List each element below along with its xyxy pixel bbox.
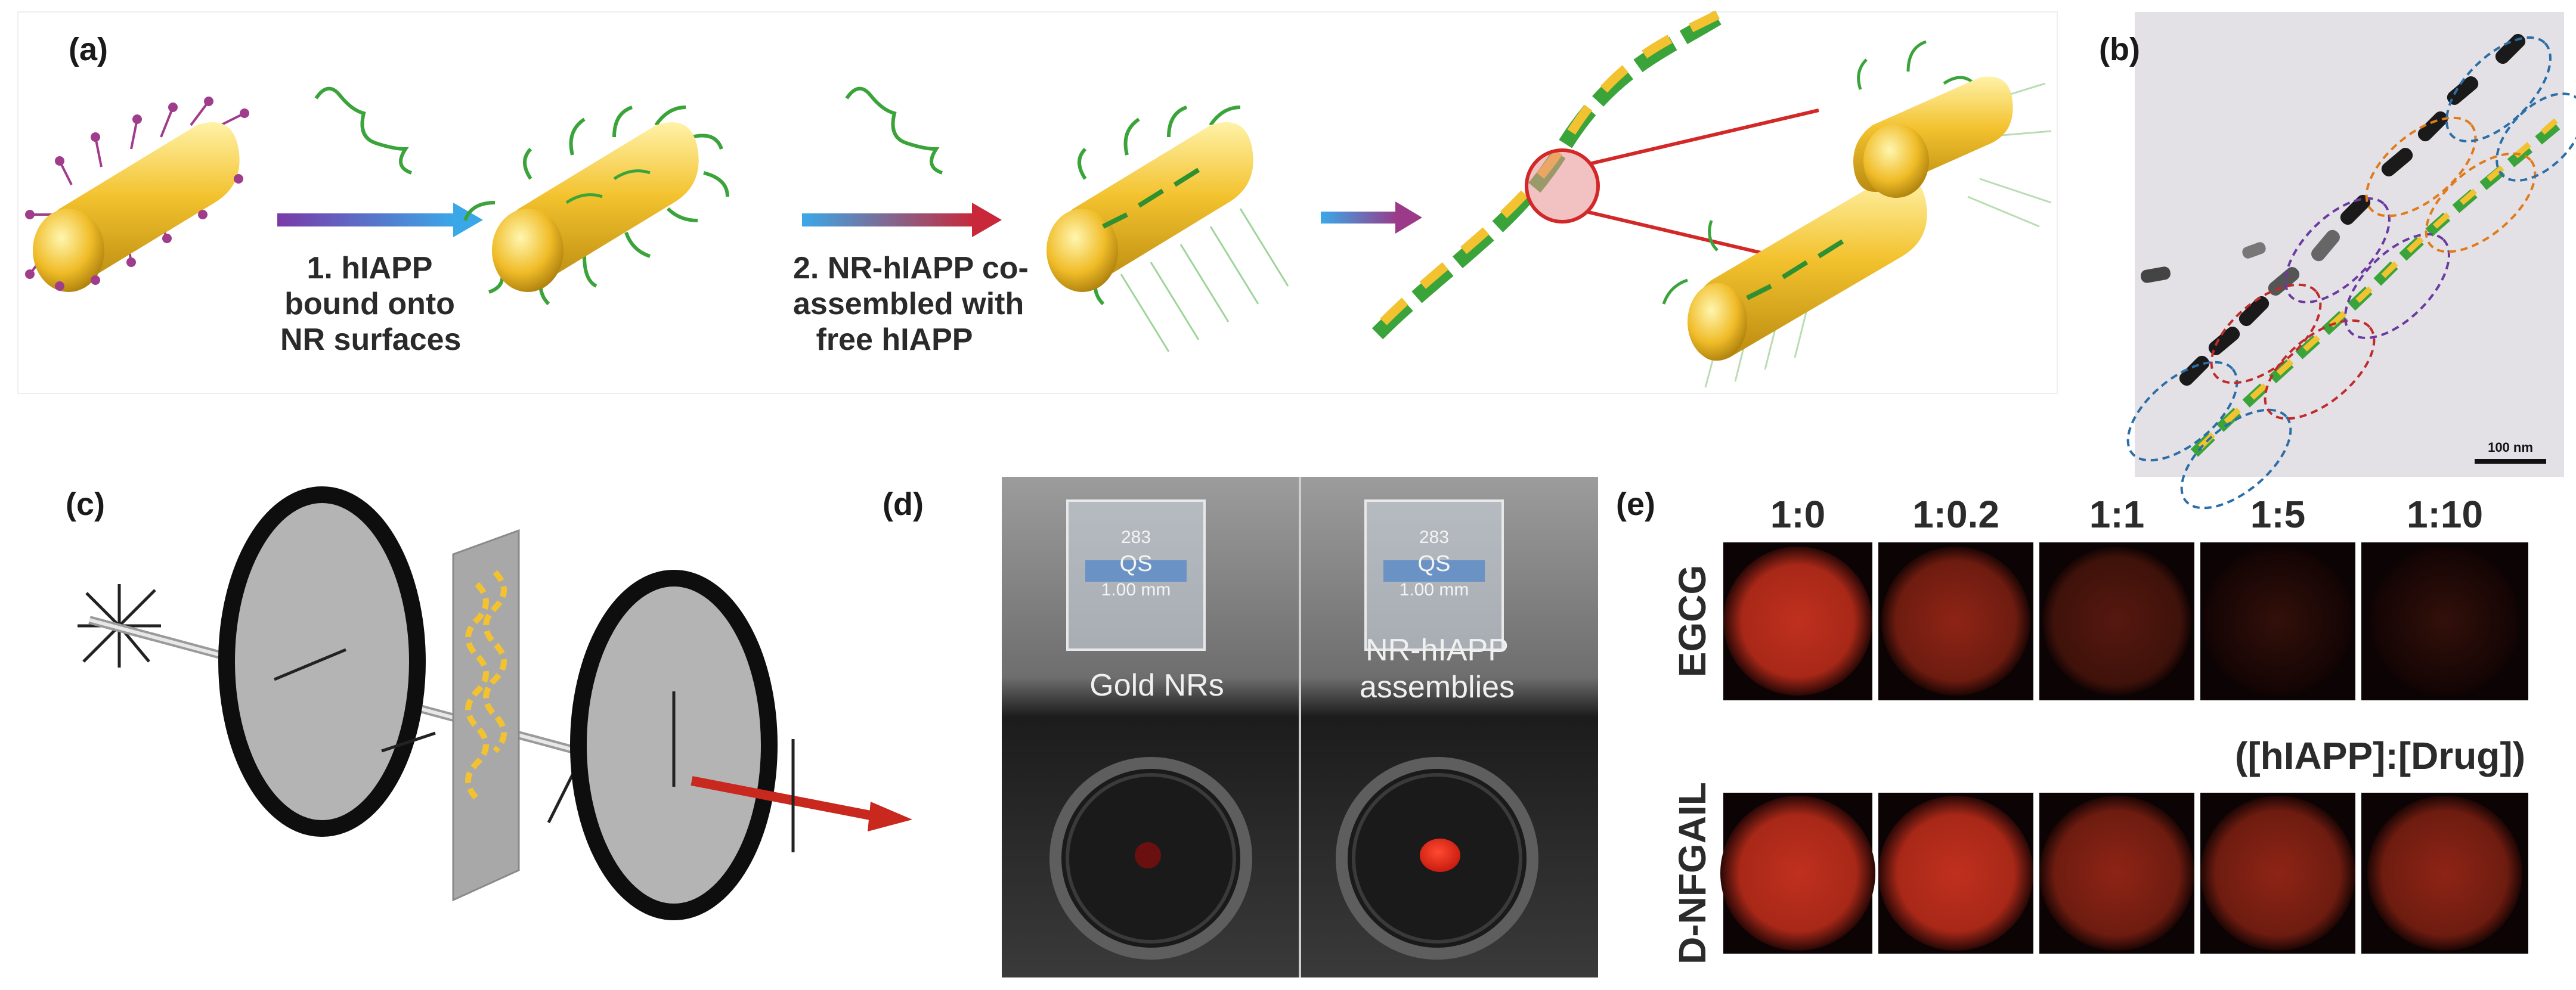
step2-line: assembled with: [793, 287, 1024, 321]
ratio-label: 1:10: [2407, 493, 2483, 536]
nanorod-icon: [463, 105, 729, 306]
caption-nr-hiapp: NR-hIAPP assemblies: [1312, 632, 1562, 706]
panel-label-e: (e): [1616, 486, 1655, 522]
caption-line: NR-hIAPP: [1366, 633, 1509, 668]
ratio-note: ([hIAPP]:[Drug]): [2235, 734, 2525, 777]
arrow-step1: [277, 203, 483, 237]
ratio-label: 1:0.2: [1912, 493, 1999, 536]
step2-line: free hIAPP: [816, 322, 973, 357]
panel-label-c: (c): [66, 486, 105, 522]
ratio-label: 1:0: [1770, 493, 1826, 536]
arrow-step2: [802, 203, 1002, 237]
fluorescence-grid: 1:0 1:0.2 1:1 1:5 1:10 EGCG D-NFGAIL ([h…: [1671, 493, 2528, 964]
nanorod-pair-icon: [1662, 40, 2052, 388]
cuvette-line: QS: [1119, 551, 1153, 576]
caption-gold-nrs: Gold NRs: [1089, 668, 1224, 703]
tem-nanorods: [2141, 33, 2526, 386]
helical-assembly: [1371, 7, 1819, 340]
step1-line: NR surfaces: [280, 322, 462, 357]
row-label-egcg: EGCG: [1671, 565, 1714, 677]
cuvette-label-left: 283 QS 1.00 mm: [1067, 525, 1205, 603]
caption-line: assemblies: [1359, 670, 1515, 705]
step1-line: bound onto: [284, 287, 455, 321]
cuvette-line: 1.00 mm: [1101, 580, 1171, 600]
polarizer-icon: [218, 486, 426, 837]
panel-label-d: (d): [883, 486, 924, 522]
peptide-icon: [845, 86, 943, 175]
panel-label-a: (a): [69, 32, 108, 67]
step2-caption: 2. NR-hIAPP co- assembled with free hIAP…: [793, 250, 1029, 358]
nanorod-icon: [1046, 105, 1289, 352]
cuvette-line: QS: [1417, 551, 1451, 576]
cuvette-line: 1.00 mm: [1399, 580, 1469, 600]
row-label-dnfgail: D-NFGAIL: [1671, 782, 1714, 964]
cuvette-line: 283: [1419, 527, 1450, 547]
scale-bar: [2475, 459, 2546, 464]
step1-line: 1. hIAPP: [306, 251, 433, 285]
ratio-label: 1:5: [2250, 493, 2306, 536]
ratio-label: 1:1: [2089, 493, 2145, 536]
arrow-step3: [1321, 201, 1422, 234]
step2-line: 2. NR-hIAPP co-: [793, 251, 1029, 285]
peptide-icon: [314, 86, 413, 175]
step1-caption: 1. hIAPP bound onto NR surfaces: [280, 250, 462, 358]
scale-bar-label: 100 nm: [2488, 440, 2533, 455]
cuvette-label-right: 283 QS 1.00 mm: [1366, 525, 1503, 603]
tem-image-panel: [2126, 12, 2576, 510]
photo-panel: [1002, 477, 1598, 977]
cuvette-line: 283: [1120, 527, 1151, 547]
polarizer-setup: [78, 486, 912, 920]
sample-plate: [452, 529, 520, 902]
nanorod-icon: [25, 97, 249, 292]
panel-label-b: (b): [2099, 32, 2140, 67]
